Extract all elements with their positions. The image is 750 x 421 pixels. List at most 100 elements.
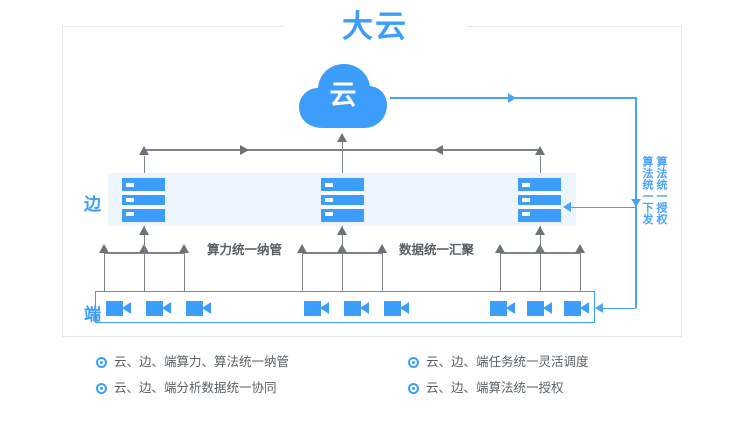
end-stub-3c: [579, 252, 582, 291]
blue-arrowhead-down: [631, 199, 641, 207]
cloud-center-stub: [341, 141, 344, 173]
server-led: [126, 212, 134, 216]
blue-arrowhead-right-top: [508, 92, 516, 103]
blue-arrowhead-left-end: [595, 303, 603, 314]
camera-body: [384, 301, 401, 316]
legend-item-label: 云、边、端分析数据统一协同: [114, 381, 277, 395]
edge-server-3[interactable]: [518, 178, 561, 222]
blue-path-into-end: [603, 307, 636, 309]
edge-server-2[interactable]: [321, 178, 364, 222]
camera-lens: [506, 302, 515, 314]
end-stub-1a: [103, 252, 106, 291]
camera-6[interactable]: [384, 301, 409, 316]
camera-lens: [543, 302, 552, 314]
legend-item-label: 云、边、端算法统一授权: [426, 381, 564, 395]
camera-8[interactable]: [527, 301, 552, 316]
vertical-caption-auth: 算法统一授权: [655, 156, 667, 225]
end-stub-2c: [381, 252, 384, 291]
legend-item-4[interactable]: 云、边、端算法统一授权: [408, 381, 564, 395]
edge-down-stub-1: [143, 226, 146, 252]
edge-down-stub-3: [539, 226, 542, 252]
legend-item-label: 云、边、端算力、算法统一纳管: [114, 355, 290, 369]
title-area: 大云: [0, 6, 750, 48]
camera-body: [186, 301, 203, 316]
camera-body: [106, 301, 123, 316]
camera-2[interactable]: [146, 301, 171, 316]
edge-layer-label: 边: [84, 195, 101, 214]
blue-arrowhead-left-edge: [563, 202, 571, 213]
arrowhead-up-1c: [179, 244, 189, 253]
server-slot: [518, 191, 561, 195]
edge-bus-right-stub: [539, 156, 542, 173]
camera-7[interactable]: [490, 301, 515, 316]
arrowhead-up-2a: [297, 244, 307, 253]
vertical-caption-dispatch: 算法统一下发: [641, 156, 653, 225]
end-stub-2a: [301, 252, 304, 291]
server-led: [126, 183, 134, 187]
server-led: [325, 212, 333, 216]
camera-5[interactable]: [344, 301, 369, 316]
camera-body: [344, 301, 361, 316]
legend-item-1[interactable]: 云、边、端算力、算法统一纳管: [96, 355, 289, 369]
cloud-shape: [299, 64, 387, 128]
camera-body: [146, 301, 163, 316]
camera-lens: [202, 302, 211, 314]
server-led: [325, 183, 333, 187]
arrowhead-up-3a: [495, 244, 505, 253]
arrowhead-up-left: [139, 146, 149, 155]
edge-server-1[interactable]: [122, 178, 165, 222]
server-led: [126, 198, 134, 202]
cloud-label: 云: [329, 80, 357, 110]
page-title: 大云: [342, 9, 408, 44]
camera-1[interactable]: [106, 301, 131, 316]
server-led: [522, 183, 530, 187]
end-layer-label: 端: [84, 305, 101, 324]
flow-caption-compute: 算力统一纳管: [207, 243, 283, 257]
camera-lens: [400, 302, 409, 314]
server-led: [522, 212, 530, 216]
server-slot: [122, 205, 165, 209]
arrowhead-bus-left: [434, 144, 443, 155]
end-stub-1b: [143, 252, 146, 291]
arrowhead-up-edge-2: [337, 226, 347, 235]
frame-title-gap: [283, 20, 467, 34]
arrowhead-up-1a: [99, 244, 109, 253]
radio-icon: [408, 356, 419, 368]
edge-down-stub-2: [341, 226, 344, 252]
camera-4[interactable]: [304, 301, 329, 316]
server-led: [522, 198, 530, 202]
arrowhead-up-edge-1: [139, 226, 149, 235]
legend-item-label: 云、边、端任务统一灵活调度: [426, 355, 589, 369]
blue-path-into-edge: [571, 206, 636, 208]
camera-body: [564, 301, 581, 316]
cloud-node[interactable]: 云: [297, 62, 389, 130]
camera-body: [490, 301, 507, 316]
server-led: [325, 198, 333, 202]
edge-bus-left-stub: [143, 156, 146, 173]
camera-9[interactable]: [564, 301, 589, 316]
flow-caption-data: 数据统一汇聚: [399, 243, 475, 257]
legend: 云、边、端算力、算法统一纳管 云、边、端分析数据统一协同 云、边、端任务统一灵活…: [96, 355, 706, 411]
end-stub-1c: [183, 252, 186, 291]
camera-lens: [580, 302, 589, 314]
legend-item-3[interactable]: 云、边、端任务统一灵活调度: [408, 355, 589, 369]
arrowhead-up-3c: [575, 244, 585, 253]
arrowhead-up-2c: [377, 244, 387, 253]
camera-lens: [320, 302, 329, 314]
end-stub-2b: [341, 252, 344, 291]
arrowhead-up-right: [535, 146, 545, 155]
camera-3[interactable]: [186, 301, 211, 316]
blue-path-right-vertical: [635, 97, 637, 207]
legend-item-2[interactable]: 云、边、端分析数据统一协同: [96, 381, 277, 395]
camera-lens: [162, 302, 171, 314]
radio-icon: [96, 382, 107, 394]
end-stub-3b: [539, 252, 542, 291]
radio-icon: [96, 356, 107, 368]
server-slot: [321, 191, 364, 195]
arrowhead-up-center: [337, 133, 347, 142]
camera-body: [527, 301, 544, 316]
arrowhead-bus-right: [240, 144, 249, 155]
arrowhead-up-edge-3: [535, 226, 545, 235]
camera-lens: [360, 302, 369, 314]
